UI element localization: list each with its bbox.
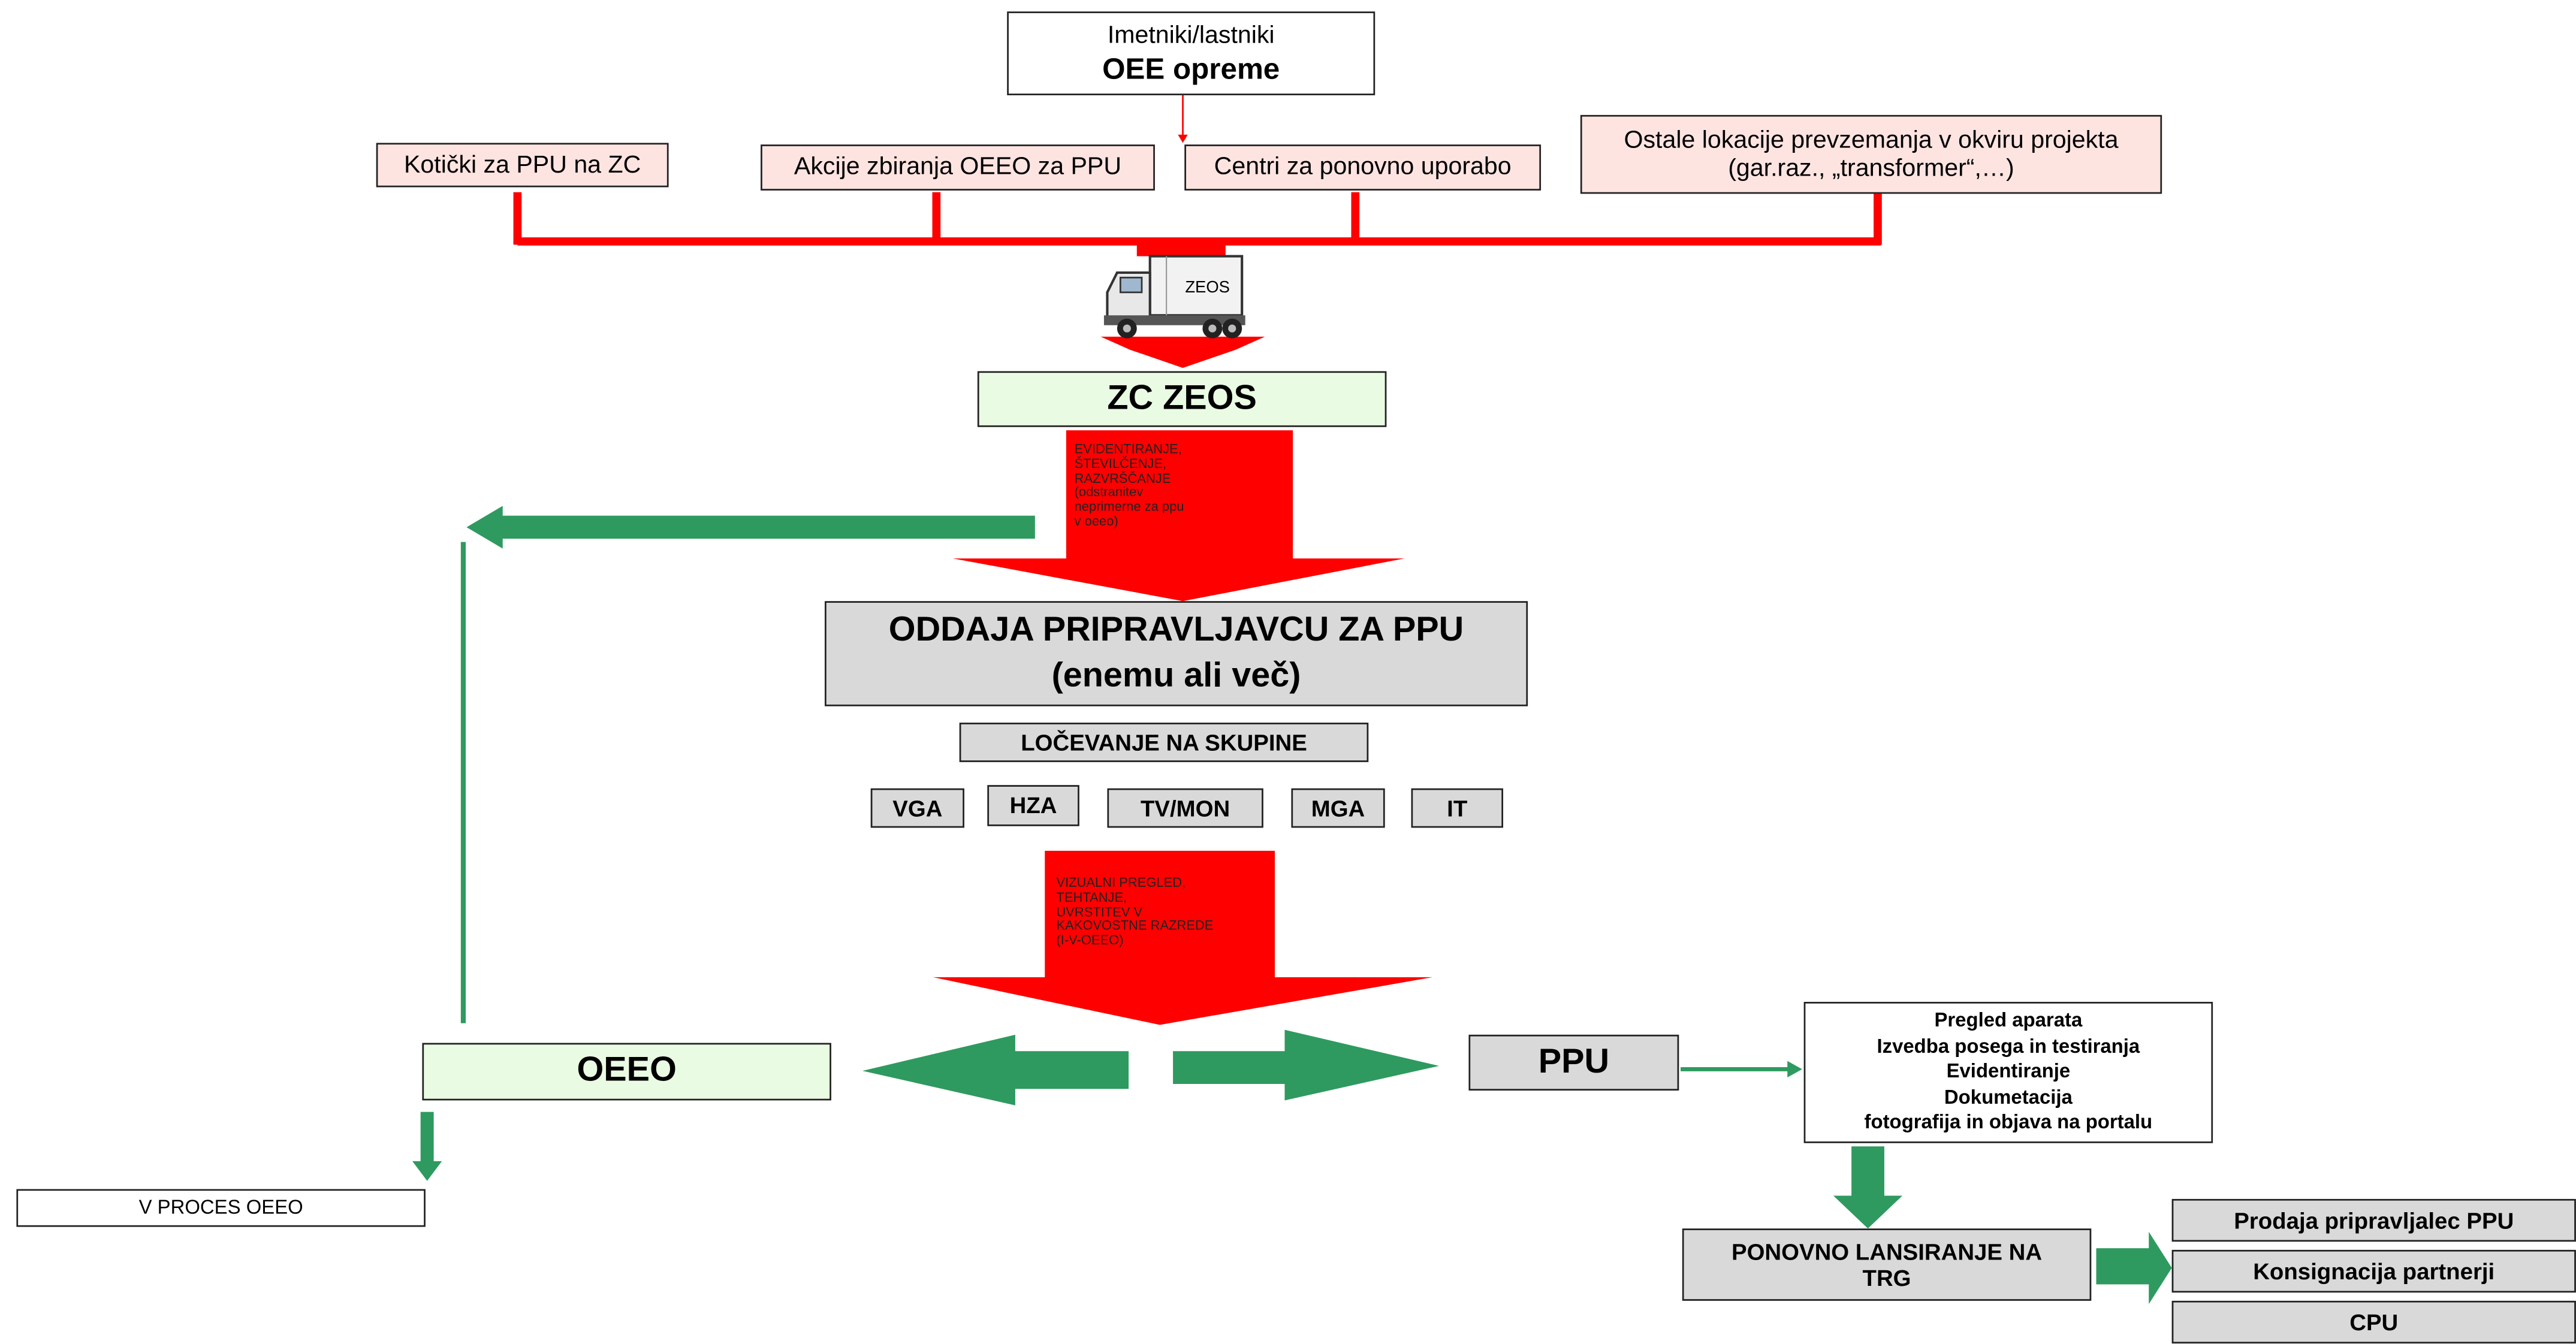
outlet-box-consignment: Konsignacija partnerji [2171, 1249, 2576, 1293]
ppu-label: PPU [1538, 1043, 1610, 1081]
handover-line2: (enemu ali več) [1051, 656, 1301, 694]
step1-note: (odstranitev [1074, 485, 1144, 500]
ppu-steps-box: Pregled aparata Izvedba posega in testir… [1803, 1002, 2213, 1143]
source-label-collection-actions: Akcije zbiranja OEEO za PPU [794, 153, 1122, 182]
owner-connector-arrowhead [1178, 134, 1188, 143]
outlet-label: CPU [2349, 1309, 2399, 1336]
relaunch-line2: TRG [1862, 1264, 1911, 1291]
ppu-to-steps-head [1787, 1061, 1802, 1078]
steps-down-head [1833, 1195, 1903, 1229]
outlet-label: Prodaja pripravljalec PPU [2234, 1207, 2514, 1234]
step1-note: v oeeo) [1074, 514, 1118, 529]
ppu-step: Izvedba posega in testiranja [1877, 1034, 2140, 1058]
group-label: VGA [892, 795, 943, 821]
truck-label: ZEOS [1185, 277, 1230, 296]
oeeo-down-head [412, 1161, 442, 1181]
outlet-box-cpu: CPU [2171, 1300, 2576, 1344]
oeeo-label: OEEO [577, 1052, 677, 1090]
zc-zeos-label: ZC ZEOS [1107, 379, 1257, 417]
green-return-arrow [466, 506, 1035, 549]
group-box-tv-mon: TV/MON [1107, 788, 1263, 828]
steps-down-shaft [1851, 1146, 1884, 1199]
source-box-collection-actions: Akcije zbiranja OEEO za PPU [761, 144, 1155, 191]
step2-note: TEHTANJE, [1056, 890, 1127, 905]
green-arrow-to-oeeo [862, 1034, 1129, 1106]
step2-note: (I-V-OEEO) [1056, 933, 1124, 949]
oeeo-box: OEEO [422, 1043, 831, 1101]
truck-to-zc-arrow [1100, 336, 1265, 368]
zc-zeos-box: ZC ZEOS [977, 371, 1387, 427]
source-label-reuse-centres: Centri za ponovno uporabo [1214, 153, 1512, 182]
outlet-box-sale: Prodaja pripravljalec PPU [2171, 1198, 2576, 1242]
group-label: IT [1447, 795, 1468, 821]
group-box-mga: MGA [1291, 788, 1385, 828]
ppu-step: Dokumetacija [1944, 1085, 2073, 1109]
owners-line1: Imetniki/lastniki [1107, 20, 1275, 49]
handover-box: ODDAJA PRIPRAVLJAVCU ZA PPU (enemu ali v… [824, 601, 1528, 706]
grouping-label: LOČEVANJE NA SKUPINE [1021, 729, 1307, 756]
source-box-corners: Kotički za PPU na ZC [376, 143, 669, 188]
ppu-step: Evidentiranje [1946, 1059, 2071, 1083]
group-box-vga: VGA [870, 788, 964, 828]
oeeo-process-label: V PROCES OEEO [138, 1195, 303, 1218]
green-arrow-to-ppu [1173, 1029, 1440, 1101]
relaunch-right-head [2149, 1231, 2172, 1304]
step1-note: neprimerne za ppu [1074, 499, 1184, 515]
source-box-reuse-centres: Centri za ponovno uporabo [1184, 144, 1542, 191]
group-label: HZA [1009, 792, 1057, 819]
source-label-other-line1: Ostale lokacije prevzemanja v okviru pro… [1624, 126, 2119, 154]
red-process-arrow-1 [952, 430, 1405, 602]
truck-icon: ZEOS [1103, 255, 1245, 339]
outlet-label: Konsignacija partnerji [2253, 1258, 2495, 1285]
relaunch-right-shaft [2096, 1248, 2152, 1285]
source-label-other-line2: (gar.raz., „transformer“,…) [1728, 154, 2014, 183]
source-label-corners: Kotički za PPU na ZC [403, 150, 641, 179]
group-label: MGA [1311, 795, 1365, 821]
ppu-box: PPU [1468, 1034, 1679, 1091]
grouping-box: LOČEVANJE NA SKUPINE [959, 723, 1369, 762]
step2-note: VIZUALNI PREGLED, [1056, 875, 1186, 890]
red-process-arrow-2 [933, 850, 1433, 1025]
bus-to-truck-stub [1136, 243, 1226, 256]
step2-notes: VIZUALNI PREGLED, TEHTANJE, UVRSTITEV V … [1056, 875, 1214, 950]
step2-note: KAKOVOSTNE RAZREDE [1056, 919, 1214, 934]
group-box-it: IT [1411, 788, 1504, 828]
owners-line2: OEE opreme [1102, 52, 1280, 85]
step1-note: ŠTEVILČENJE, [1074, 456, 1167, 472]
owners-box: Imetniki/lastniki OEE opreme [1007, 11, 1376, 95]
step1-note: RAZVRŠČANJE [1074, 470, 1171, 486]
ppu-step: fotografija in objava na portalu [1864, 1110, 2153, 1134]
relaunch-line1: PONOVNO LANSIRANJE NA [1731, 1238, 2043, 1265]
group-label: TV/MON [1140, 795, 1230, 821]
step2-note: UVRSTITEV V [1056, 904, 1143, 919]
ppu-step: Pregled aparata [1934, 1008, 2083, 1032]
oeeo-process-box: V PROCES OEEO [16, 1189, 426, 1227]
handover-line1: ODDAJA PRIPRAVLJAVCU ZA PPU [888, 611, 1464, 650]
group-box-hza: HZA [987, 785, 1079, 826]
relaunch-box: PONOVNO LANSIRANJE NA TRG [1682, 1228, 2092, 1301]
step1-notes: EVIDENTIRANJE, ŠTEVILČENJE, RAZVRŠČANJE … [1074, 442, 1184, 530]
source-box-other-locations: Ostale lokacije prevzemanja v okviru pro… [1580, 114, 2162, 194]
step1-note: EVIDENTIRANJE, [1074, 442, 1182, 457]
oeeo-down-shaft [420, 1112, 434, 1165]
